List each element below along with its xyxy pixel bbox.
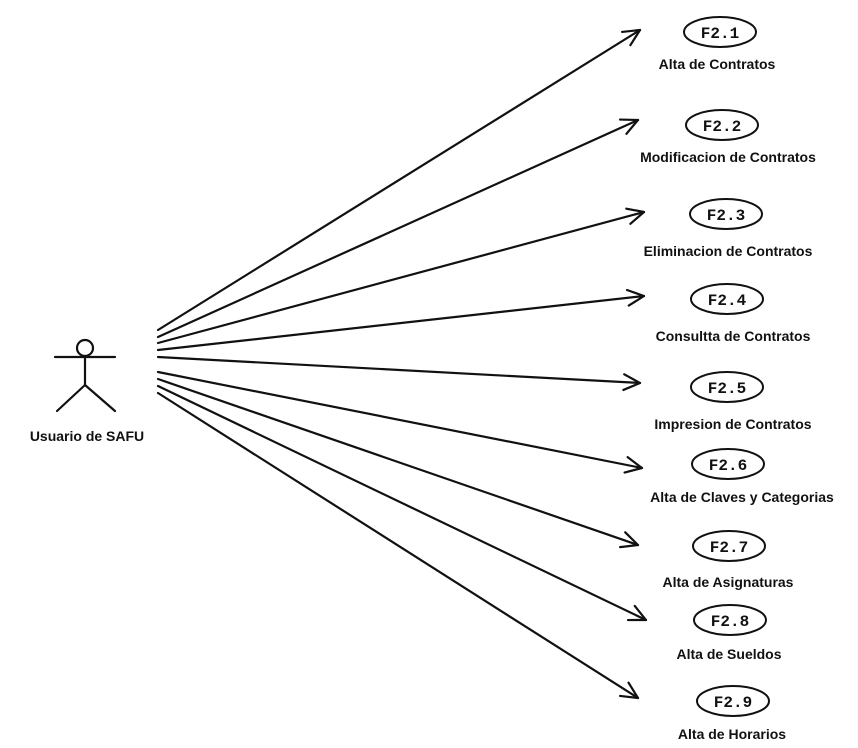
- use-case-label: Eliminacion de Contratos: [644, 243, 813, 259]
- use-case-label: Modificacion de Contratos: [640, 149, 816, 165]
- use-case-code: F2.6: [709, 457, 747, 475]
- use-case-label: Alta de Sueldos: [676, 646, 781, 662]
- use-case-label: Alta de Contratos: [659, 56, 776, 72]
- use-case-code: F2.9: [714, 694, 752, 712]
- use-case-f2-2[interactable]: F2.2 Modificacion de Contratos: [640, 109, 816, 165]
- use-case-ellipse: [692, 530, 766, 562]
- arrowhead-7: [619, 531, 640, 549]
- association-line-1: [156, 28, 642, 332]
- use-case-f2-8[interactable]: F2.8 Alta de Sueldos: [676, 604, 782, 662]
- use-case-f2-9[interactable]: F2.9 Alta de Horarios: [678, 685, 786, 742]
- arrowhead-8: [626, 604, 648, 622]
- association-line-6: [156, 370, 644, 470]
- association-arrows: [156, 28, 648, 700]
- association-line-5: [156, 355, 642, 385]
- use-case-ellipse: [683, 16, 757, 48]
- use-case-code: F2.7: [710, 539, 748, 557]
- use-case-ellipse: [696, 685, 770, 717]
- association-line-8: [156, 384, 648, 622]
- arrowhead-3: [625, 207, 646, 225]
- use-case-code: F2.1: [701, 25, 739, 43]
- use-case-ellipse: [691, 448, 765, 480]
- arrowhead-6: [623, 456, 644, 474]
- use-case-list: F2.1 Alta de Contratos F2.2 Modificacion…: [640, 16, 834, 742]
- association-line-9: [156, 391, 640, 700]
- actor-figure: [53, 338, 117, 413]
- arrowhead-1: [621, 28, 642, 47]
- use-case-label: Alta de Asignaturas: [663, 574, 794, 590]
- use-case-code: F2.8: [711, 613, 749, 631]
- use-case-ellipse: [685, 109, 759, 141]
- actor-label: Usuario de SAFU: [30, 428, 144, 444]
- association-line-4: [156, 294, 646, 352]
- use-case-code: F2.5: [708, 380, 746, 398]
- use-case-f2-5[interactable]: F2.5 Impresion de Contratos: [654, 371, 812, 432]
- use-case-ellipse: [690, 371, 764, 403]
- use-case-f2-3[interactable]: F2.3 Eliminacion de Contratos: [644, 198, 813, 259]
- use-case-label: Alta de Claves y Categorias: [650, 489, 834, 505]
- use-case-ellipse: [693, 604, 767, 636]
- use-case-ellipse: [689, 198, 763, 230]
- arrowhead-5: [622, 373, 642, 392]
- actor-head: [75, 338, 95, 358]
- use-case-ellipse: [690, 283, 764, 315]
- use-case-f2-6[interactable]: F2.6 Alta de Claves y Categorias: [650, 448, 834, 505]
- actor-left-leg: [55, 383, 87, 413]
- association-line-2: [156, 118, 640, 339]
- use-case-label: Impresion de Contratos: [654, 416, 811, 432]
- association-line-7: [156, 377, 640, 547]
- use-case-code: F2.2: [703, 118, 741, 136]
- use-case-f2-7[interactable]: F2.7 Alta de Asignaturas: [663, 530, 794, 590]
- use-case-f2-4[interactable]: F2.4 Consultta de Contratos: [656, 283, 811, 344]
- arrowhead-4: [625, 288, 646, 307]
- arrowhead-2: [618, 118, 640, 135]
- use-case-code: F2.4: [708, 292, 747, 310]
- association-line-3: [156, 210, 646, 345]
- use-case-f2-1[interactable]: F2.1 Alta de Contratos: [659, 16, 776, 72]
- use-case-label: Alta de Horarios: [678, 726, 786, 742]
- use-case-code: F2.3: [707, 207, 745, 225]
- arrowhead-9: [619, 681, 640, 700]
- actor-right-leg: [83, 383, 117, 413]
- use-case-label: Consultta de Contratos: [656, 328, 811, 344]
